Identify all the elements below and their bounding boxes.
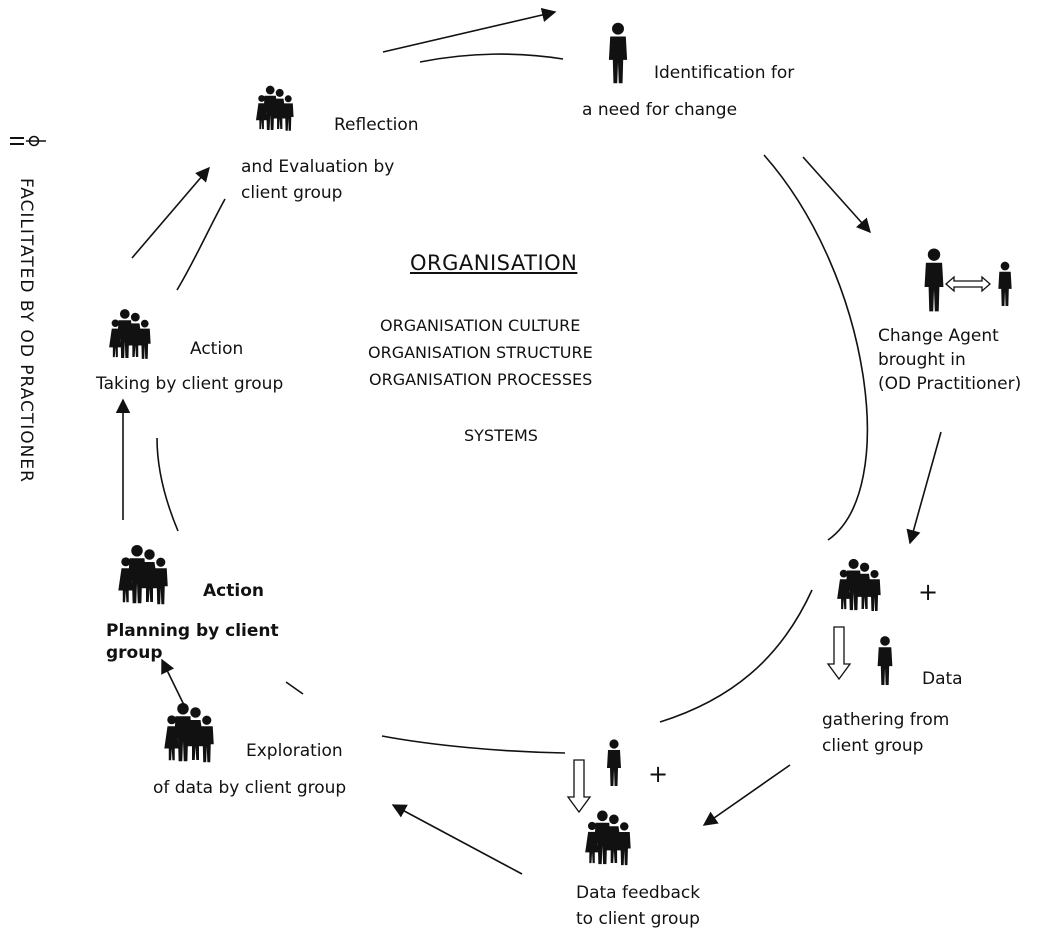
data-gathering-down-arrow-icon (828, 627, 850, 679)
step-action-planning-line2: Planning by client (106, 620, 279, 642)
action-taking-group-icon (109, 309, 151, 359)
step-change-agent-line1: Change Agent (878, 325, 1021, 349)
step-reflection-line3: client group (241, 180, 394, 206)
step-data-gathering-line1: Data (922, 670, 963, 690)
data-feedback-group-icon (585, 811, 630, 866)
center-processes: ORGANISATION PROCESSES (369, 370, 592, 389)
arrow-to-change-agent (803, 157, 870, 232)
step-exploration-line1: Exploration (246, 742, 343, 762)
data-feedback-person-icon (607, 739, 621, 786)
step-data-feedback-line2: to client group (576, 907, 700, 932)
single-person-icon (609, 23, 627, 84)
reflection-group-icon (256, 86, 294, 131)
step-identification-line2: a need for change (582, 101, 737, 121)
cycle-arc-left-lower (157, 438, 178, 531)
step-action-planning-line3: group (106, 642, 279, 664)
step-reflection-line2: and Evaluation by (241, 154, 394, 180)
side-label-facilitated: FACILITATED BY OD PRACTIONER (6, 178, 36, 588)
person-exchange-icon (925, 248, 1012, 311)
data-feedback-plus: + (648, 760, 668, 788)
step-action-planning-line1: Action (203, 582, 264, 602)
step-change-agent-line3: (OD Practitioner) (878, 373, 1021, 397)
step-action-taking-line1: Action (190, 340, 243, 360)
data-gathering-group-icon (837, 559, 881, 611)
step-action-taking-line2: Taking by client group (96, 375, 283, 395)
center-systems: SYSTEMS (464, 426, 538, 445)
arrow-to-exploration (393, 805, 522, 874)
arrow-to-data-feedback (704, 765, 790, 825)
arrow-to-reflection (132, 168, 209, 258)
step-action-planning-rest: Planning by client group (106, 620, 279, 664)
center-title: ORGANISATION (410, 251, 577, 275)
step-reflection-line1: Reflection (334, 116, 419, 136)
cycle-arc-bottom-left (286, 682, 303, 694)
step-change-agent: Change Agent brought in (OD Practitioner… (878, 325, 1021, 396)
cycle-arc-top (420, 54, 563, 62)
step-data-gathering-line2: gathering from (822, 707, 949, 733)
step-data-feedback-line1: Data feedback (576, 881, 700, 907)
cycle-arc-left-upper (177, 199, 225, 290)
center-culture: ORGANISATION CULTURE (380, 316, 580, 335)
step-change-agent-line2: brought in (878, 349, 1021, 373)
center-structure: ORGANISATION STRUCTURE (368, 343, 593, 362)
step-identification-line1: Identification for (654, 64, 794, 84)
step-reflection-rest: and Evaluation by client group (241, 154, 394, 207)
step-data-gathering-rest: gathering from client group (822, 707, 949, 760)
step-exploration-line2: of data by client group (153, 779, 346, 799)
arrow-to-action-planning (162, 660, 184, 705)
data-feedback-down-arrow-icon (568, 760, 590, 812)
facilitator-icon (10, 137, 46, 146)
cycle-arc-right-lower (660, 590, 812, 722)
step-data-feedback: Data feedback to client group (576, 881, 700, 932)
action-planning-group-icon (118, 545, 167, 604)
arrow-to-identification (383, 12, 555, 52)
cycle-arc-bottom (382, 736, 565, 753)
step-data-gathering-line3: client group (822, 733, 949, 759)
data-gathering-person-icon (878, 636, 893, 685)
data-gathering-plus: + (918, 578, 938, 606)
exploration-group-icon (164, 703, 213, 762)
arrow-to-data-gathering (910, 432, 941, 543)
